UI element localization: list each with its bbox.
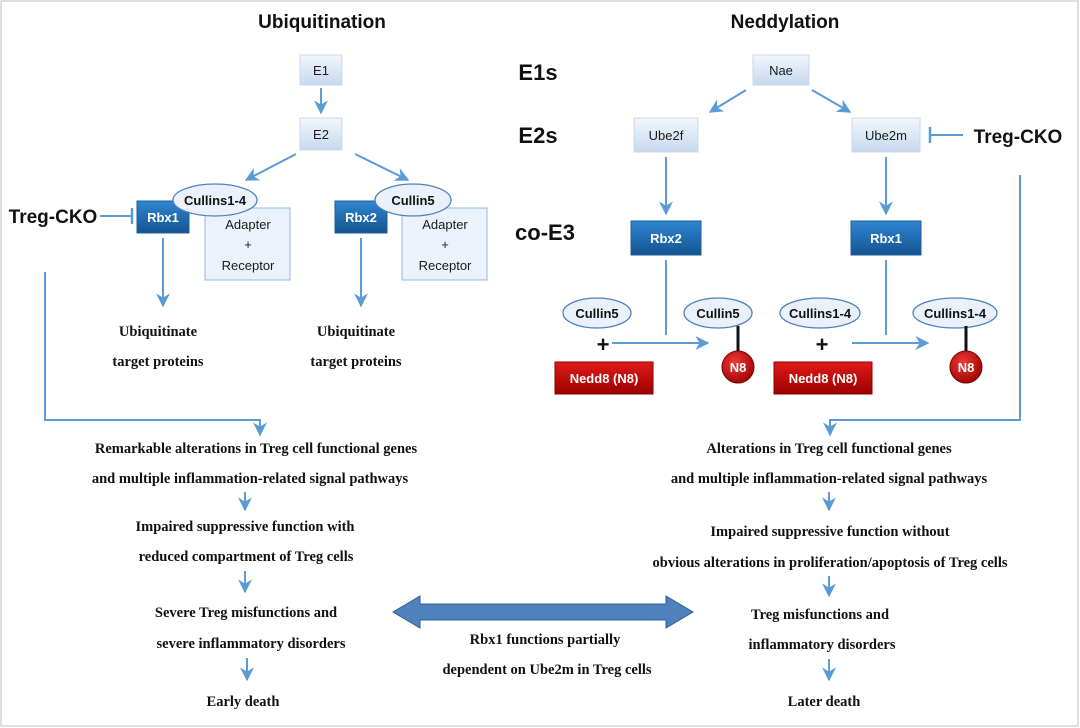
adapter-label-left: Adapter — [225, 217, 271, 232]
neddylation-rbx2-label: Rbx2 — [650, 231, 682, 246]
target-label-left-1: Ubiquitinate — [119, 324, 198, 340]
connector-right-to-outcomes — [823, 175, 1021, 437]
neddylation-ube2f-box: Ube2f — [633, 117, 699, 153]
adapter-label-right: Adapter — [422, 217, 468, 232]
n8-circle-cullin5: N8 — [721, 350, 755, 384]
n8-label-cullin5: N8 — [730, 360, 747, 375]
adapter-plus-right: + — [441, 237, 449, 252]
ubiquitination-rbx1-label: Rbx1 — [147, 210, 179, 225]
neddylation-cullins14-neddylated-label: Cullins1-4 — [924, 306, 987, 321]
neddylation-nae-box: Nae — [752, 54, 810, 86]
right-outcome-4: Later death — [788, 694, 861, 710]
right-outcome-3-line-2: inflammatory disorders — [749, 637, 896, 653]
neddylation-ube2m-box: Ube2m — [851, 117, 921, 153]
neddylation-cullin5-ellipse-neddylated: Cullin5 — [683, 297, 753, 329]
ubiquitination-rbx1-box: Rbx1 — [136, 200, 190, 234]
n8-label-cullins14: N8 — [958, 360, 975, 375]
center-note-line-1: Rbx1 functions partially — [470, 632, 621, 648]
nedd8-label-cullins14: Nedd8 (N8) — [789, 371, 858, 386]
stage-label-e1s: E1s — [518, 60, 557, 85]
ubiquitination-cullin5-label: Cullin5 — [391, 193, 434, 208]
neddylation-cullins14-ellipse-neddylated: Cullins1-4 — [912, 297, 998, 329]
neddylation-ube2f-label: Ube2f — [649, 128, 684, 143]
neddylation-cullin5-ellipse-free: Cullin5 — [562, 297, 632, 329]
arrow-nae-to-ube2f — [708, 89, 747, 113]
plus-sign-cullin5: + — [597, 332, 610, 357]
ubiquitination-e1-box: E1 — [299, 54, 343, 86]
right-outcome-1-line-2: and multiple inflammation-related signal… — [671, 471, 988, 487]
left-outcome-2-line-2: reduced compartment of Treg cells — [139, 549, 354, 565]
receptor-label-left: Receptor — [222, 258, 275, 273]
arrow-e2-to-cullin5 — [354, 153, 410, 181]
bidirectional-arrow — [392, 595, 694, 629]
ubiquitination-cullin5-ellipse: Cullin5 — [374, 183, 452, 217]
center-note-line-2: dependent on Ube2m in Treg cells — [442, 662, 651, 678]
treg-cko-right-label: Treg-CKO — [974, 127, 1063, 148]
neddylation-nae-label: Nae — [769, 63, 793, 78]
receptor-label-right: Receptor — [419, 258, 472, 273]
adapter-receptor-box-right: Adapter + Receptor — [401, 207, 488, 281]
neddylation-cullins14-ellipse-free: Cullins1-4 — [779, 297, 861, 329]
left-outcome-3-line-1: Severe Treg misfunctions and — [155, 605, 337, 621]
neddylation-rbx1-label: Rbx1 — [870, 231, 902, 246]
ubiquitination-cullins14-ellipse: Cullins1-4 — [172, 183, 258, 217]
ubiquitination-e2-box: E2 — [299, 117, 343, 151]
neddylation-cullin5-neddylated-label: Cullin5 — [696, 306, 739, 321]
left-outcome-4: Early death — [207, 694, 280, 710]
adapter-plus-left: + — [244, 237, 252, 252]
connector-left-to-outcomes — [44, 272, 267, 437]
neddylation-rbx1-box: Rbx1 — [850, 220, 922, 256]
ubiquitination-cullins14-label: Cullins1-4 — [184, 193, 247, 208]
nedd8-label-cullin5: Nedd8 (N8) — [570, 371, 639, 386]
ubiquitination-e1-label: E1 — [313, 63, 329, 78]
nedd8-box-cullin5: Nedd8 (N8) — [554, 361, 654, 395]
plus-sign-cullins14: + — [816, 332, 829, 357]
stage-label-e2s: E2s — [518, 123, 557, 148]
arrow-nae-to-ube2m — [811, 89, 852, 113]
ubiquitination-rbx2-label: Rbx2 — [345, 210, 377, 225]
neddylation-header: Neddylation — [731, 12, 840, 33]
stage-label-co-e3: co-E3 — [515, 220, 575, 245]
right-outcome-2-line-2: obvious alterations in proliferation/apo… — [653, 555, 1008, 571]
treg-cko-left-label: Treg-CKO — [9, 207, 98, 228]
target-label-left-2: target proteins — [112, 354, 203, 370]
ubiquitination-header: Ubiquitination — [258, 12, 386, 33]
left-outcome-1-line-1: Remarkable alterations in Treg cell func… — [95, 441, 418, 457]
neddylation-ube2m-label: Ube2m — [865, 128, 907, 143]
right-outcome-1-line-1: Alterations in Treg cell functional gene… — [706, 441, 952, 457]
arrow-e2-to-cullins14 — [244, 153, 297, 181]
left-outcome-1-line-2: and multiple inflammation-related signal… — [92, 471, 409, 487]
n8-circle-cullins14: N8 — [949, 350, 983, 384]
nedd8-box-cullins14: Nedd8 (N8) — [773, 361, 873, 395]
neddylation-rbx2-box: Rbx2 — [630, 220, 702, 256]
left-outcome-3-line-2: severe inflammatory disorders — [157, 636, 346, 652]
neddylation-cullin5-free-label: Cullin5 — [575, 306, 618, 321]
target-label-right-2: target proteins — [310, 354, 401, 370]
ubiquitination-e2-label: E2 — [313, 127, 329, 142]
target-label-right-1: Ubiquitinate — [317, 324, 396, 340]
adapter-receptor-box-left: Adapter + Receptor — [204, 207, 291, 281]
neddylation-cullins14-free-label: Cullins1-4 — [789, 306, 852, 321]
left-outcome-2-line-1: Impaired suppressive function with — [135, 519, 354, 535]
right-outcome-2-line-1: Impaired suppressive function without — [710, 524, 949, 540]
right-outcome-3-line-1: Treg misfunctions and — [751, 607, 889, 623]
